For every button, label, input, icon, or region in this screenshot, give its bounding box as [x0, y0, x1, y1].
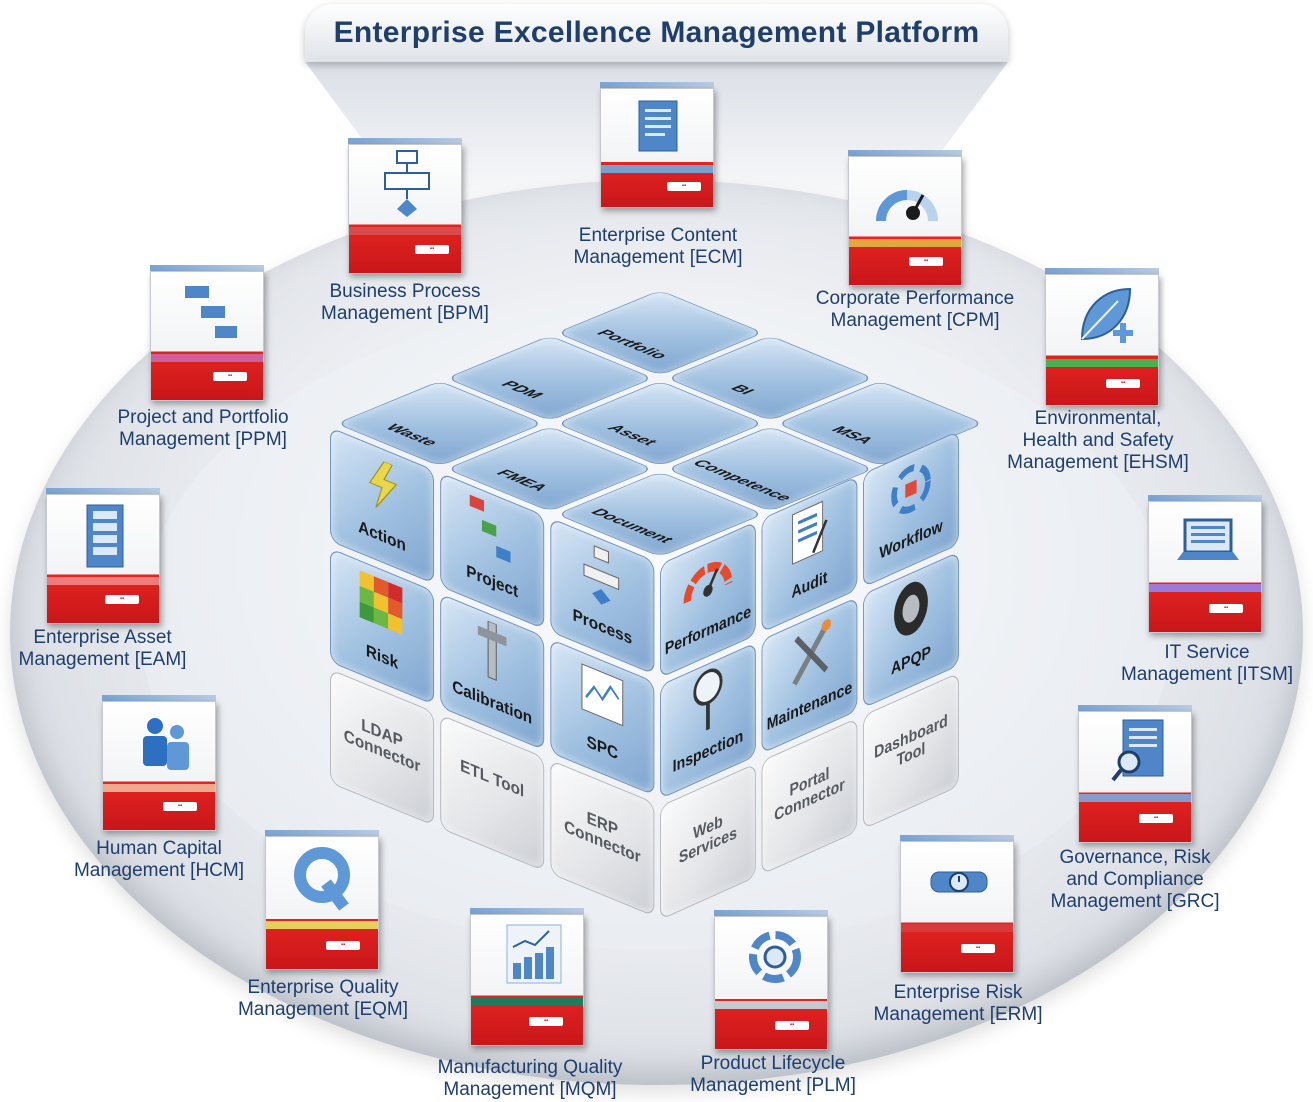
tire-icon	[894, 581, 928, 636]
cube-tile-calibration[interactable]: Calibration	[440, 593, 545, 751]
lightning-icon	[368, 460, 398, 508]
workflow-cycle-icon	[891, 463, 931, 514]
control-chart-icon	[581, 663, 624, 727]
dynamite-clock-icon	[930, 871, 988, 893]
gantt-icon	[185, 286, 237, 338]
magnifier-document-icon	[1111, 719, 1164, 782]
cube-tile-performance[interactable]: Performance	[660, 521, 756, 679]
cube-tile-process[interactable]: Process	[550, 517, 655, 675]
lifecycle-gear-icon	[749, 931, 801, 983]
flowchart-icon	[384, 150, 430, 217]
wrench-icon	[792, 619, 832, 686]
risk-matrix-icon	[359, 570, 403, 635]
cube-tile-maintenance[interactable]: Maintenance	[761, 596, 858, 754]
leaf-icon	[1080, 287, 1133, 343]
magnifier-icon	[693, 668, 723, 731]
cube-tile-action[interactable]: Action	[330, 427, 435, 585]
checklist-icon	[792, 500, 828, 565]
building-icon	[86, 504, 124, 568]
project-gantt-icon	[469, 494, 511, 563]
speedometer-icon	[683, 561, 733, 604]
cube-tile-spc[interactable]: SPC	[550, 638, 655, 796]
cube-tile-apqp[interactable]: APQP	[863, 551, 959, 709]
q-letter-icon	[294, 847, 350, 911]
bar-chart-icon	[506, 924, 562, 984]
caliper-icon	[477, 620, 507, 682]
cube-tile-project[interactable]: Project	[440, 472, 545, 630]
process-flow-icon	[583, 545, 620, 605]
cube-tile-audit[interactable]: Audit	[761, 475, 858, 633]
title-banner: Enterprise Excellence Management Platfor…	[305, 4, 1008, 62]
cube-tile-inspection[interactable]: Inspection	[660, 642, 756, 800]
cube-tile-workflow[interactable]: Workflow	[863, 430, 959, 588]
gauge-icon	[876, 190, 938, 222]
page-title: Enterprise Excellence Management Platfor…	[333, 16, 980, 49]
people-icon	[143, 718, 189, 770]
cube-tile-risk[interactable]: Risk	[330, 547, 435, 706]
document-icon	[638, 100, 678, 152]
laptop-icon	[1177, 518, 1239, 560]
